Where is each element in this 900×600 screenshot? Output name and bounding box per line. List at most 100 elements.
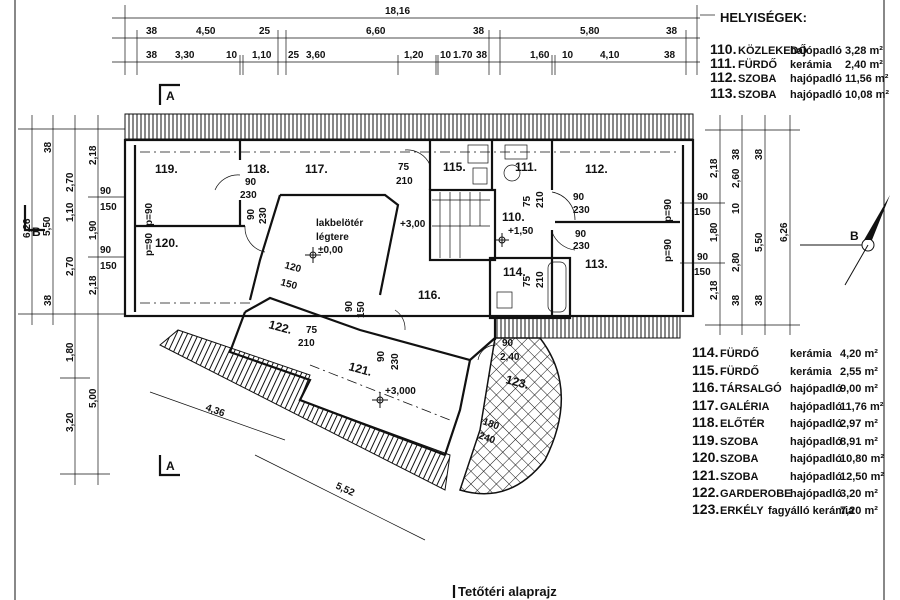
- section-marks: A A B B: [23, 83, 859, 477]
- door-height: 2,40: [500, 352, 520, 363]
- dim-label: 150: [100, 261, 117, 272]
- dim-label: 10: [440, 50, 452, 61]
- room-123-label: 123.: [504, 372, 530, 392]
- door-width: 90: [502, 338, 514, 349]
- void-label: légtere: [316, 232, 349, 243]
- legend-name: GALÉRIA: [720, 400, 770, 413]
- door-width: 90: [246, 208, 257, 220]
- dim-label: 6,26: [779, 222, 790, 242]
- dim-label: 3,20: [65, 412, 76, 432]
- legend-area: 10,08 m²: [845, 89, 889, 101]
- dim-label: 2,80: [731, 252, 742, 272]
- legend-name: KÖZLEKEDŐ: [738, 44, 808, 57]
- left-dimensions: 6,26 5,50 38 2,70 1,10 2,70 38 2,18 1,90…: [18, 115, 125, 485]
- dim-label: 4,50: [196, 26, 216, 37]
- door-swings: [214, 149, 576, 361]
- legend-name: SZOBA: [738, 89, 777, 101]
- door-width: 75: [306, 325, 318, 336]
- dim-label: 3,30: [175, 50, 195, 61]
- door-height: 210: [396, 176, 413, 187]
- legend-num: 123.: [692, 501, 719, 517]
- door-height: 230: [573, 205, 590, 216]
- door-height: 230: [390, 353, 401, 370]
- legend-area: 7,20 m²: [840, 505, 878, 517]
- dim-label: 38: [146, 50, 158, 61]
- parapet-height: p=90: [663, 198, 674, 222]
- window-width: 120: [283, 260, 302, 275]
- dim-label: 25: [288, 50, 300, 61]
- dim-label: 90: [697, 192, 709, 203]
- dim-total-width: 18,16: [385, 6, 410, 17]
- dim-label: 5,50: [754, 232, 765, 252]
- legend-floor: hajópadló: [790, 471, 842, 483]
- legend-name: GARDEROBE: [720, 488, 792, 500]
- dim-label: 38: [754, 148, 765, 160]
- legend-num: 113.: [710, 85, 736, 101]
- legend-heading: HELYISÉGEK:: [720, 10, 807, 25]
- dim-label: 6,60: [366, 26, 386, 37]
- legend-floor: hajópadló: [790, 436, 842, 448]
- legend-num: 118.: [692, 414, 718, 430]
- legend-name: ELŐTÉR: [720, 417, 765, 430]
- window-height: 150: [279, 277, 298, 292]
- dim-label: 38: [43, 294, 54, 306]
- room-119-label: 119.: [155, 162, 178, 176]
- right-dimensions: 2,18 38 2,60 10 1,80 2,80 2,18 38 38 38 …: [680, 115, 800, 335]
- dim-label: 5,50: [42, 216, 53, 236]
- dim-label: 90: [100, 186, 112, 197]
- legend-num: 120.: [692, 449, 719, 465]
- legend-area: 8,91 m²: [840, 436, 878, 448]
- legend-name: SZOBA: [720, 471, 759, 483]
- balcony-123: [459, 337, 562, 495]
- dim-label: 38: [476, 50, 488, 61]
- dim-label: 6,26: [22, 218, 33, 238]
- level-value: +3,000: [385, 386, 416, 397]
- legend-area: 11,56 m²: [845, 73, 889, 85]
- legend-num: 110.: [710, 41, 736, 57]
- dim-label: 5,00: [88, 388, 99, 408]
- legend-num: 116.: [692, 379, 718, 395]
- legend-num: 119.: [692, 432, 718, 448]
- legend-area: 11,76 m²: [840, 401, 884, 413]
- dim-label: 2,18: [709, 280, 720, 300]
- legend-num: 117.: [692, 397, 718, 413]
- room-122-label: 122.: [267, 317, 293, 337]
- door-height: 210: [535, 271, 546, 288]
- legend-area: 12,50 m²: [840, 471, 884, 483]
- level-value: ±0,00: [318, 245, 343, 256]
- legend-num: 122.: [692, 484, 719, 500]
- door-height: 210: [535, 191, 546, 208]
- legend-area: 10,80 m²: [840, 453, 884, 465]
- room-117-label: 117.: [305, 162, 328, 176]
- legend-floor: hajópadló: [790, 45, 842, 57]
- parapet-height: p=90: [144, 232, 155, 256]
- legend-area: 3,28 m²: [845, 45, 883, 57]
- room-120-label: 120.: [155, 236, 178, 250]
- door-width: 90: [573, 192, 585, 203]
- legend-floor: hajópadló: [790, 418, 842, 430]
- dim-label: 38: [43, 141, 54, 153]
- dim-label: 10: [562, 50, 574, 61]
- window-height: 150: [356, 301, 367, 318]
- dim-label: 38: [146, 26, 158, 37]
- legend-area: 2,97 m²: [840, 418, 878, 430]
- legend-num: 114.: [692, 344, 718, 360]
- dim-label: 1,80: [65, 342, 76, 362]
- room-112-label: 112.: [585, 162, 608, 176]
- legend-name: ERKÉLY: [720, 504, 764, 517]
- roof-edge-hatch: [494, 315, 681, 339]
- void-label: lakbelötér: [316, 218, 363, 229]
- legend-name: SZOBA: [720, 453, 759, 465]
- door-width: 90: [376, 350, 387, 362]
- legend-floor: hajópadló: [790, 89, 842, 101]
- door-height: 230: [240, 190, 257, 201]
- plan-annotations: 90 230 90 230 75 210 +3,00 lakbelötér lé…: [144, 162, 674, 447]
- legend-floor: kerámia: [790, 59, 832, 71]
- north-arrow-icon: [800, 195, 890, 286]
